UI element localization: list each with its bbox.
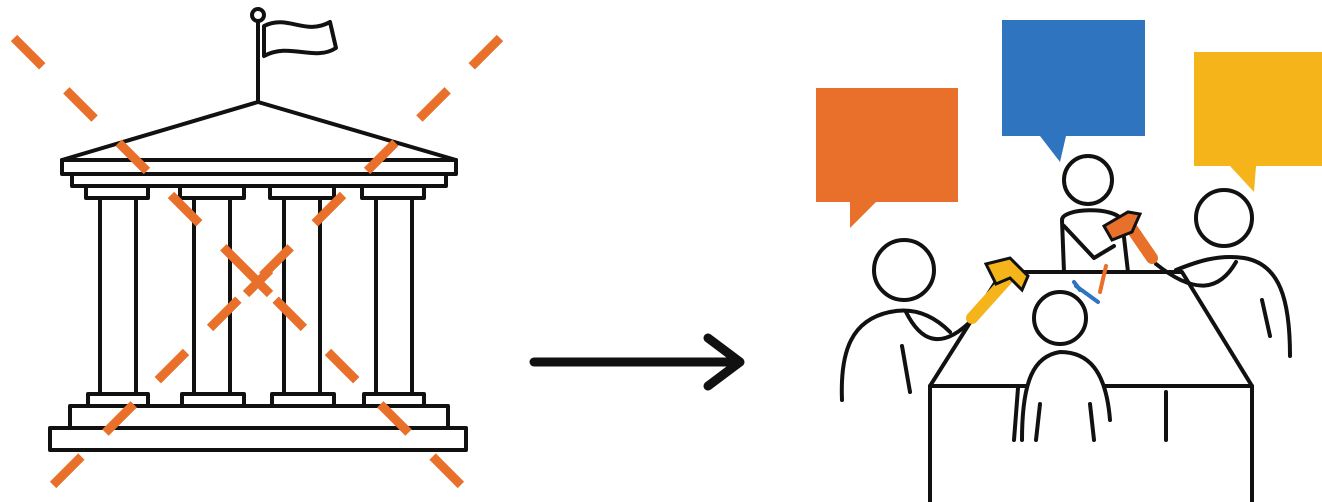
speech-bubble-orange	[816, 88, 958, 228]
person-back	[1062, 156, 1128, 272]
small-x-mark-icon	[246, 270, 270, 294]
flag-icon	[252, 9, 336, 102]
column	[86, 186, 148, 406]
speech-bubble-blue	[1002, 20, 1145, 162]
speech-bubble-yellow	[1194, 52, 1322, 192]
building-columns	[86, 186, 424, 406]
column	[362, 186, 424, 406]
institution-building-icon	[50, 9, 466, 450]
people-building-together-icon	[816, 20, 1322, 502]
arrow-right-icon	[534, 338, 740, 386]
